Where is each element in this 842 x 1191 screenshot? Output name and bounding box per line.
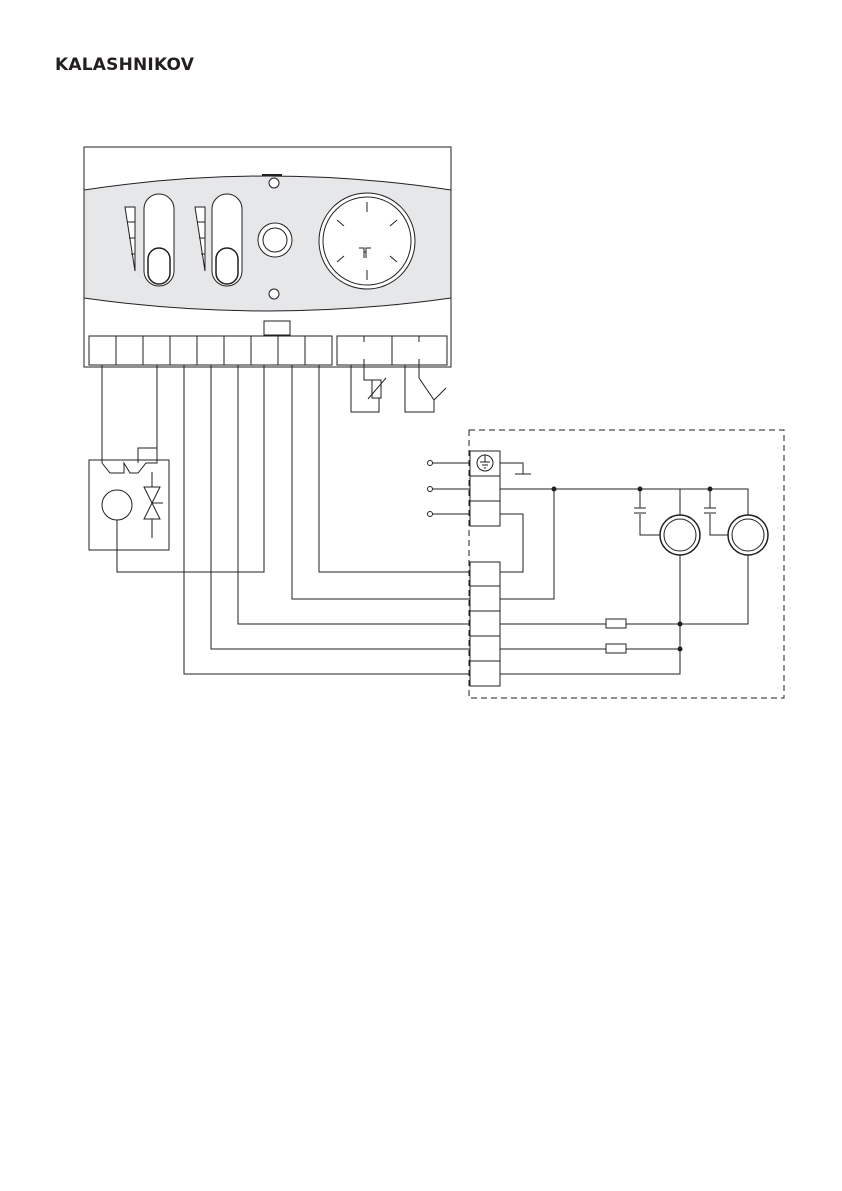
unit-enclosure xyxy=(469,430,784,698)
slider-knob-1[interactable] xyxy=(144,194,174,286)
unit-terminal-bottom xyxy=(470,562,500,686)
round-button[interactable] xyxy=(258,223,292,257)
capacitor-1 xyxy=(634,508,646,513)
ground-symbol xyxy=(500,463,531,474)
indicator-light-top xyxy=(269,178,279,188)
fan-motor-1 xyxy=(660,515,700,555)
capacitor-2 xyxy=(704,508,716,513)
slider-knob-2[interactable] xyxy=(212,194,242,286)
wiring xyxy=(184,365,470,674)
pump-motor xyxy=(102,490,132,520)
unit-terminal-top xyxy=(428,451,501,526)
indicator-light-bottom xyxy=(269,289,279,299)
switch xyxy=(405,365,446,412)
timer-dial[interactable] xyxy=(319,193,415,289)
control-panel xyxy=(84,147,451,367)
resistor-1 xyxy=(606,619,626,628)
junction-dots xyxy=(552,487,713,652)
thermistor xyxy=(351,365,386,412)
terminal-strip xyxy=(89,336,447,365)
connector-tab xyxy=(264,321,290,335)
resistor-2 xyxy=(606,644,626,653)
fan-motor-2 xyxy=(728,515,768,555)
